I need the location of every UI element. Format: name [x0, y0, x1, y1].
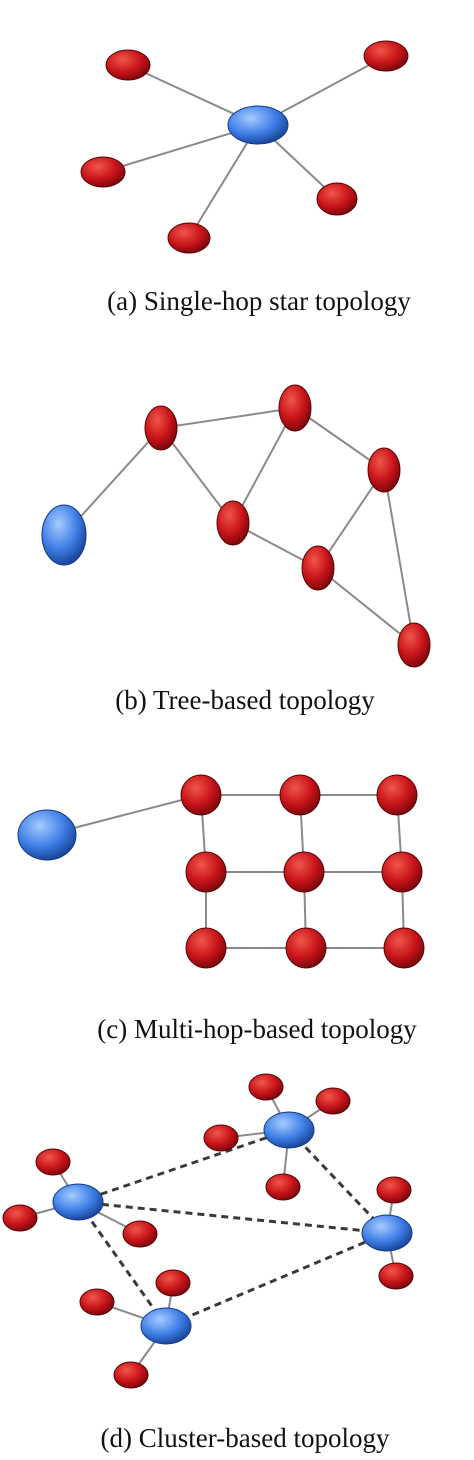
dashed-edge [287, 1128, 389, 1235]
sensor-node [155, 1269, 191, 1297]
sensor-node [285, 927, 327, 969]
sensor-node [279, 774, 321, 816]
caption-c: (c) Multi-hop-based topology [97, 1014, 417, 1044]
sensor-node [2, 1204, 38, 1232]
panel-a-star-topology [80, 40, 409, 254]
sensor-node [35, 1148, 71, 1176]
panel-d-cluster-topology [2, 1073, 414, 1389]
edge [383, 469, 415, 646]
panel-d-head-edges [76, 1128, 389, 1328]
panel-d-cluster-heads [52, 1111, 413, 1345]
sensor-node [265, 1173, 301, 1201]
edge [160, 407, 296, 429]
panel-d-member-nodes [2, 1073, 414, 1389]
sink-node [17, 809, 77, 861]
cluster-head-node [52, 1183, 104, 1221]
edge [317, 567, 415, 646]
sensor-node [376, 1176, 412, 1204]
sensor-node [363, 40, 409, 72]
sensor-node [248, 1073, 284, 1101]
panel-c-nodes [17, 774, 425, 969]
sensor-node [122, 1220, 158, 1248]
cluster-head-node [361, 1214, 413, 1252]
sensor-node [113, 1361, 149, 1389]
sensor-node [80, 156, 126, 188]
dashed-edge [76, 1201, 168, 1327]
sensor-node [203, 1124, 239, 1152]
dashed-edge [77, 1128, 290, 1204]
cluster-head-node [140, 1307, 192, 1345]
sensor-node [397, 622, 431, 668]
edge [160, 427, 234, 524]
sensor-node [185, 851, 227, 893]
caption-d: (d) Cluster-based topology [100, 1423, 390, 1453]
sink-node [41, 504, 87, 566]
sensor-node [105, 49, 151, 81]
sensor-node [367, 447, 401, 493]
dashed-edge [77, 1200, 388, 1235]
sensor-node [144, 405, 178, 451]
sensor-node [216, 500, 250, 546]
sensor-node [316, 182, 358, 216]
sensor-node [315, 1087, 351, 1115]
sensor-node [283, 851, 325, 893]
sensor-node [378, 1262, 414, 1290]
sensor-node [185, 927, 227, 969]
panel-c-multihop-topology [17, 774, 425, 969]
sensor-node [301, 545, 335, 591]
sensor-node [167, 222, 211, 254]
sensor-node [180, 774, 222, 816]
sensor-node [376, 774, 418, 816]
cluster-head-node [263, 1111, 315, 1149]
sensor-node [383, 927, 425, 969]
caption-a: (a) Single-hop star topology [107, 286, 411, 316]
sensor-node [381, 851, 423, 893]
dashed-edge [165, 1231, 388, 1328]
panel-a-nodes [80, 40, 409, 254]
panel-b-nodes [41, 384, 431, 668]
caption-b: (b) Tree-based topology [115, 685, 375, 715]
edge [232, 407, 296, 524]
edge [188, 124, 259, 239]
sensor-node [79, 1288, 115, 1316]
sink-node [227, 105, 289, 145]
panel-b-tree-topology [41, 384, 431, 668]
sensor-node [278, 384, 312, 432]
